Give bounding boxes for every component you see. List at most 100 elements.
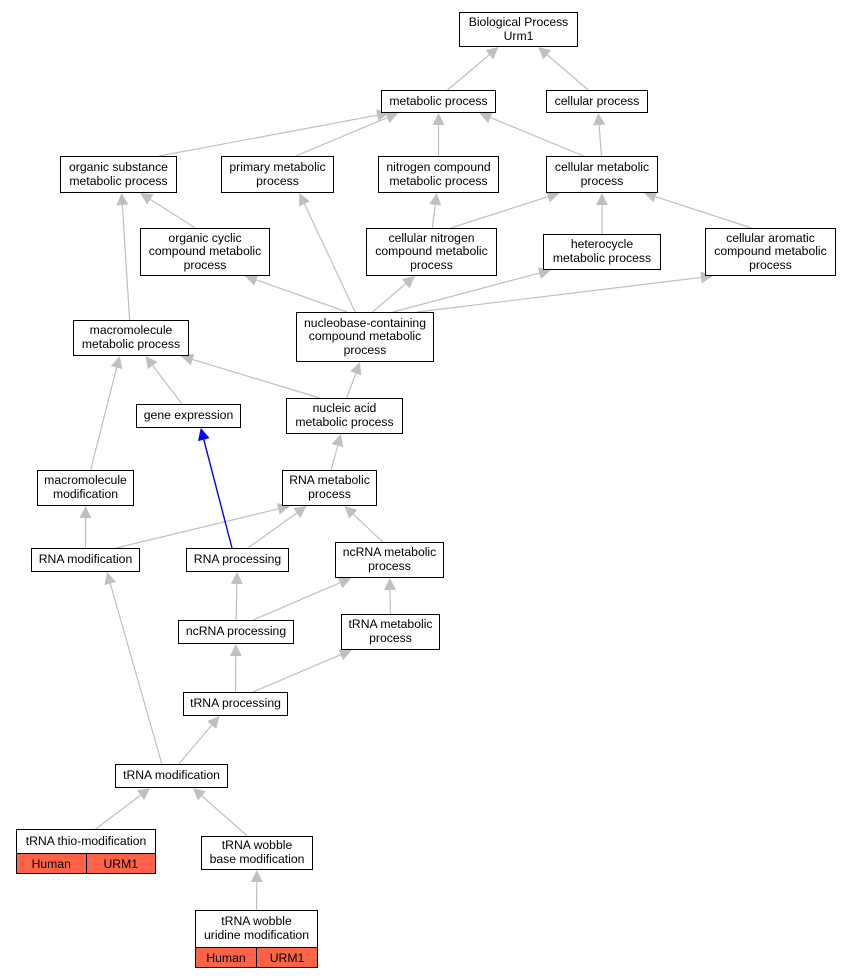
edge-ncrnaproc-to-ncrnamet: [253, 582, 341, 621]
term-node-trna-wobble-base-modification[interactable]: tRNA wobble base modification: [201, 836, 313, 870]
term-label: tRNA metabolic process: [348, 617, 433, 645]
species-cell: Human: [196, 948, 256, 967]
edge-arrowhead: [644, 191, 658, 203]
term-label: heterocycle metabolic process: [552, 237, 652, 265]
edge-rnamet-to-nucacid: [330, 445, 339, 471]
term-node-organic-substance-metabolic-process[interactable]: organic substance metabolic process: [60, 156, 177, 193]
term-label: macromolecule metabolic process: [81, 323, 181, 351]
edge-arrowhead: [700, 271, 713, 284]
edge-ncrnamet-to-rnamet: [352, 513, 384, 543]
edge-trnaproc-to-trnamet: [252, 654, 341, 693]
edge-arrowhead: [401, 276, 415, 289]
term-node-nucleic-acid-metabolic-process[interactable]: nucleic acid metabolic process: [286, 398, 403, 434]
edge-macromod-to-macro: [90, 367, 118, 471]
term-label: macromolecule modification: [44, 473, 127, 501]
term-label: tRNA thio-modification: [17, 830, 155, 854]
term-node-cellular-aromatic-compound-metabolic-process[interactable]: cellular aromatic compound metabolic pro…: [705, 228, 836, 276]
edge-ncrnaproc-to-rnaproc: [235, 583, 238, 621]
gene-cell: URM1: [256, 948, 317, 967]
term-node-macromolecule-modification[interactable]: macromolecule modification: [37, 470, 134, 506]
edge-arrowhead: [192, 788, 206, 801]
edge-arrowhead: [337, 577, 352, 589]
edge-nucbase-to-cellnit: [372, 283, 407, 313]
term-node-biological-process-urm1[interactable]: Biological Process Urm1: [459, 12, 578, 47]
term-node-trna-processing[interactable]: tRNA processing: [183, 692, 288, 716]
term-node-organic-cyclic-compound-metabolic-process[interactable]: organic cyclic compound metabolic proces…: [140, 228, 270, 276]
edge-arrowhead: [207, 716, 220, 730]
term-node-rna-modification[interactable]: RNA modification: [31, 548, 140, 572]
edge-arrowhead: [181, 353, 195, 366]
edge-arrowhead: [432, 113, 445, 125]
term-label: nitrogen compound metabolic process: [386, 159, 491, 188]
term-label: gene expression: [143, 408, 234, 423]
term-node-nitrogen-compound-metabolic-process[interactable]: nitrogen compound metabolic process: [378, 156, 499, 193]
edge-arrowhead: [145, 356, 158, 370]
edge-cellnit-to-cellmet: [450, 196, 549, 229]
term-label: cellular aromatic compound metabolic pro…: [714, 230, 827, 272]
term-node-cellular-metabolic-process[interactable]: cellular metabolic process: [546, 156, 658, 193]
edge-trnamod-to-trnaproc: [178, 724, 213, 765]
term-node-primary-metabolic-process[interactable]: primary metabolic process: [221, 156, 334, 193]
edge-arrowhead: [116, 193, 129, 206]
term-label: RNA processing: [193, 552, 282, 567]
term-label: tRNA wobble base modification: [209, 838, 305, 866]
edge-arrowhead: [293, 506, 307, 518]
edge-nucbase-to-orgcyc: [256, 279, 348, 313]
term-label: metabolic process: [389, 93, 488, 108]
edge-nucacid-to-macro: [192, 358, 321, 399]
edge-arrowhead: [197, 428, 210, 442]
edge-thio-to-trnamod: [95, 794, 141, 830]
edge-arrowhead: [338, 649, 352, 661]
term-node-cellular-nitrogen-compound-metabolic-process[interactable]: cellular nitrogen compound metabolic pro…: [366, 228, 497, 276]
edge-arrowhead: [110, 356, 123, 370]
species-cell: Human: [17, 854, 86, 873]
edge-arrowhead: [299, 193, 310, 207]
term-node-cellular-process[interactable]: cellular process: [546, 90, 648, 113]
term-node-metabolic-process[interactable]: metabolic process: [381, 90, 496, 113]
edge-nucbase-to-arom: [417, 276, 702, 313]
edge-nucacid-to-nucbase: [346, 373, 357, 399]
term-label: Biological Process Urm1: [468, 14, 569, 43]
edge-prim-to-met: [295, 117, 388, 157]
edge-arrowhead: [350, 362, 362, 376]
term-node-gene-expression[interactable]: gene expression: [136, 404, 241, 428]
term-label: tRNA processing: [190, 696, 281, 711]
edge-arrowhead: [485, 47, 499, 60]
term-label: ncRNA metabolic process: [342, 545, 437, 573]
edge-arrowhead: [479, 112, 493, 124]
term-label: nucleic acid metabolic process: [295, 401, 394, 429]
term-node-macromolecule-metabolic-process[interactable]: macromolecule metabolic process: [73, 320, 189, 356]
edge-arrowhead: [537, 267, 551, 279]
edge-arrowhead: [245, 274, 259, 286]
term-label: RNA modification: [38, 552, 133, 567]
term-label: nucleobase-containing compound metabolic…: [304, 315, 426, 357]
edge-orgcyc-to-org: [149, 198, 196, 229]
edge-arrowhead: [104, 572, 117, 586]
term-node-nucleobase-containing-compound-metabolic-process[interactable]: nucleobase-containing compound metabolic…: [296, 312, 434, 362]
term-label: ncRNA processing: [185, 624, 287, 639]
edge-trnawob-to-trnamod: [201, 795, 248, 837]
term-node-ncrna-metabolic-process[interactable]: ncRNA metabolic process: [335, 542, 444, 578]
term-node-trna-metabolic-process[interactable]: tRNA metabolic process: [341, 614, 440, 650]
edges-layer: [79, 47, 752, 911]
edge-rnamod-to-rnamet: [116, 508, 279, 549]
edge-cellmet-to-met: [490, 117, 584, 157]
edge-org-to-met: [158, 114, 378, 157]
edge-cellnit-to-nitro: [431, 204, 436, 229]
gene-cell: URM1: [85, 854, 155, 873]
edge-arrowhead: [140, 193, 154, 205]
term-node-trna-modification[interactable]: tRNA modification: [115, 764, 228, 788]
edge-arrowhead: [250, 870, 263, 883]
term-node-ncrna-processing[interactable]: ncRNA processing: [178, 620, 294, 644]
term-node-heterocycle-metabolic-process[interactable]: heterocycle metabolic process: [543, 234, 661, 270]
edge-rnaproc-to-geneexp: [203, 439, 233, 549]
term-label: primary metabolic process: [229, 159, 326, 188]
term-node-rna-metabolic-process[interactable]: RNA metabolic process: [282, 470, 377, 506]
edge-arrowhead: [344, 506, 358, 519]
term-node-rna-processing[interactable]: RNA processing: [186, 548, 289, 572]
term-label: organic cyclic compound metabolic proces…: [148, 230, 262, 272]
edge-arrowhead: [538, 47, 552, 60]
